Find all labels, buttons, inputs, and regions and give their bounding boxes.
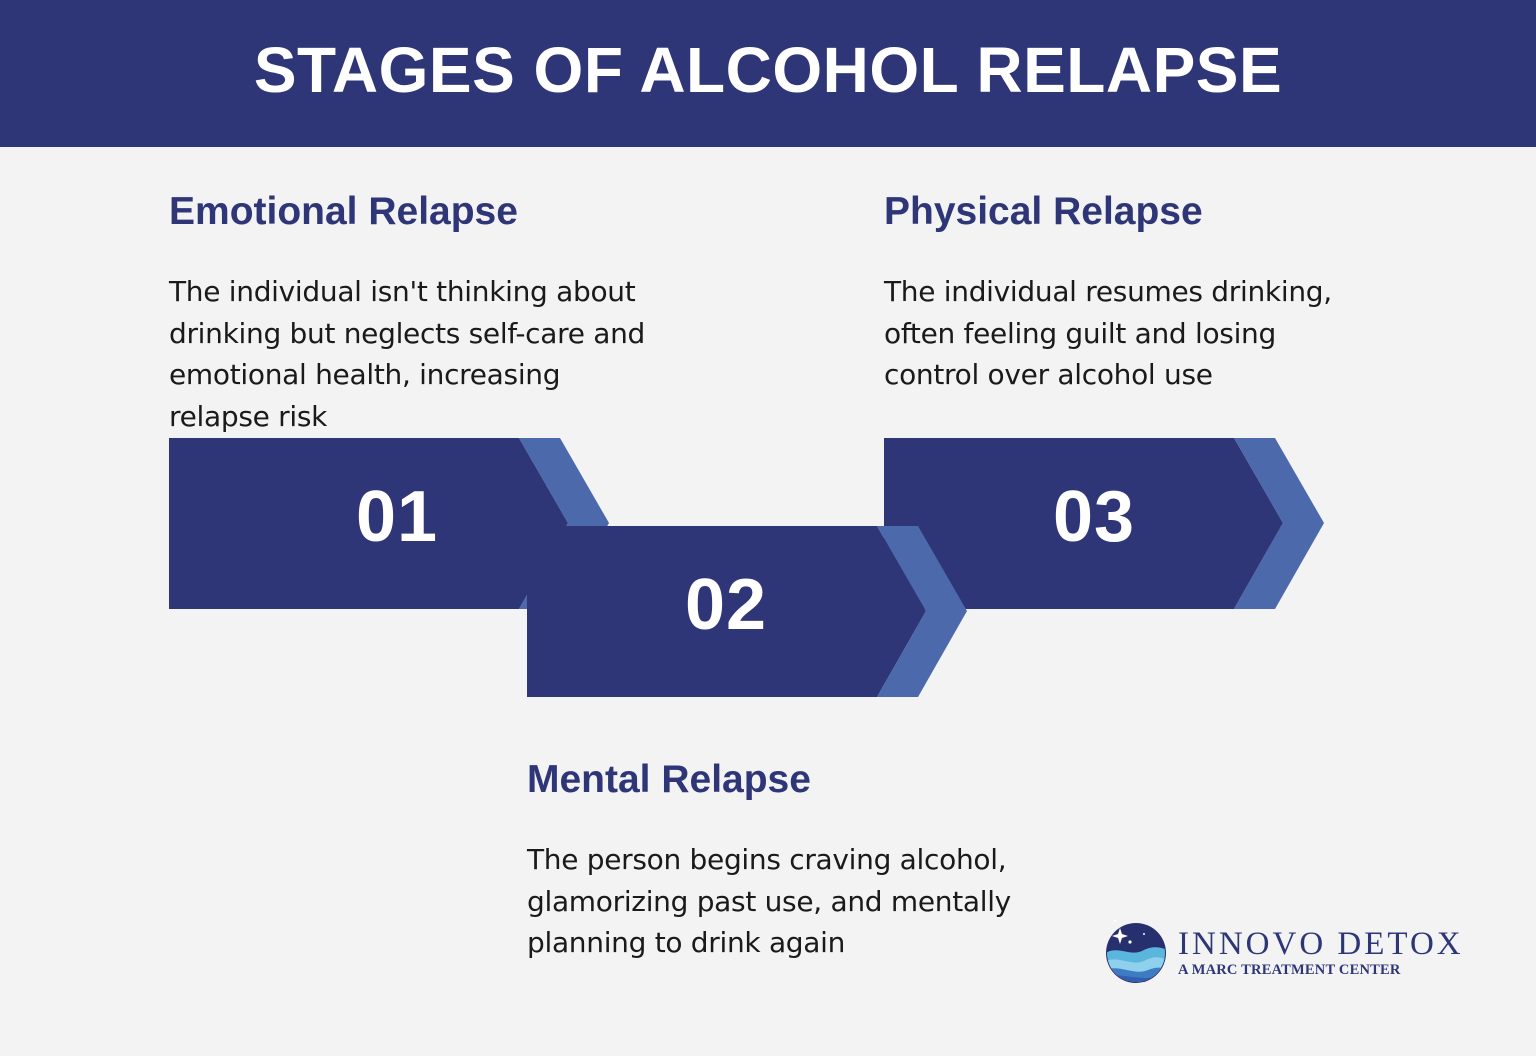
arrow-stage-3 <box>884 438 1324 609</box>
stage-1-title: Emotional Relapse <box>169 190 518 233</box>
stage-3-description: The individual resumes drinking, often f… <box>884 271 1332 396</box>
stage-2-description-line: planning to drink again <box>527 926 846 959</box>
stage-1-description: The individual isn't thinking about drin… <box>169 271 645 437</box>
stage-1-number: 01 <box>355 477 439 557</box>
stage-1-description-line: emotional health, increasing <box>169 358 561 391</box>
page-title: STAGES OF ALCOHOL RELAPSE <box>253 33 1283 106</box>
stage-2-description-line: The person begins craving alcohol, <box>527 843 1007 876</box>
stage-3-description-line: often feeling guilt and losing <box>884 316 1276 350</box>
stage-2-description: The person begins craving alcohol, glamo… <box>527 839 1011 964</box>
stage-1-description-line: relapse risk <box>169 399 328 433</box>
logo-tagline: A MARC TREATMENT CENTER <box>1178 962 1401 978</box>
stage-3-description-line: The individual resumes drinking, <box>884 275 1332 308</box>
stage-2-number: 02 <box>684 565 768 645</box>
logo-name: INNOVO DETOX <box>1178 926 1464 962</box>
stage-3-number: 03 <box>1052 477 1136 557</box>
brand-logo: INNOVO DETOX A MARC TREATMENT CENTER <box>1104 918 1464 988</box>
stage-1-description-line: drinking but neglects self-care and <box>169 316 646 350</box>
stage-2-description-line: glamorizing past use, and mentally <box>527 884 1011 918</box>
globe-wave-star-icon <box>1106 919 1166 983</box>
arrow-stage-2 <box>527 526 967 697</box>
stage-2-title: Mental Relapse <box>527 758 811 801</box>
stage-1-description-line: The individual isn't thinking about <box>169 275 636 308</box>
stage-3-description-line: control over alcohol use <box>884 358 1213 391</box>
stage-3-title: Physical Relapse <box>884 190 1203 233</box>
header-banner: STAGES OF ALCOHOL RELAPSE <box>0 0 1536 147</box>
